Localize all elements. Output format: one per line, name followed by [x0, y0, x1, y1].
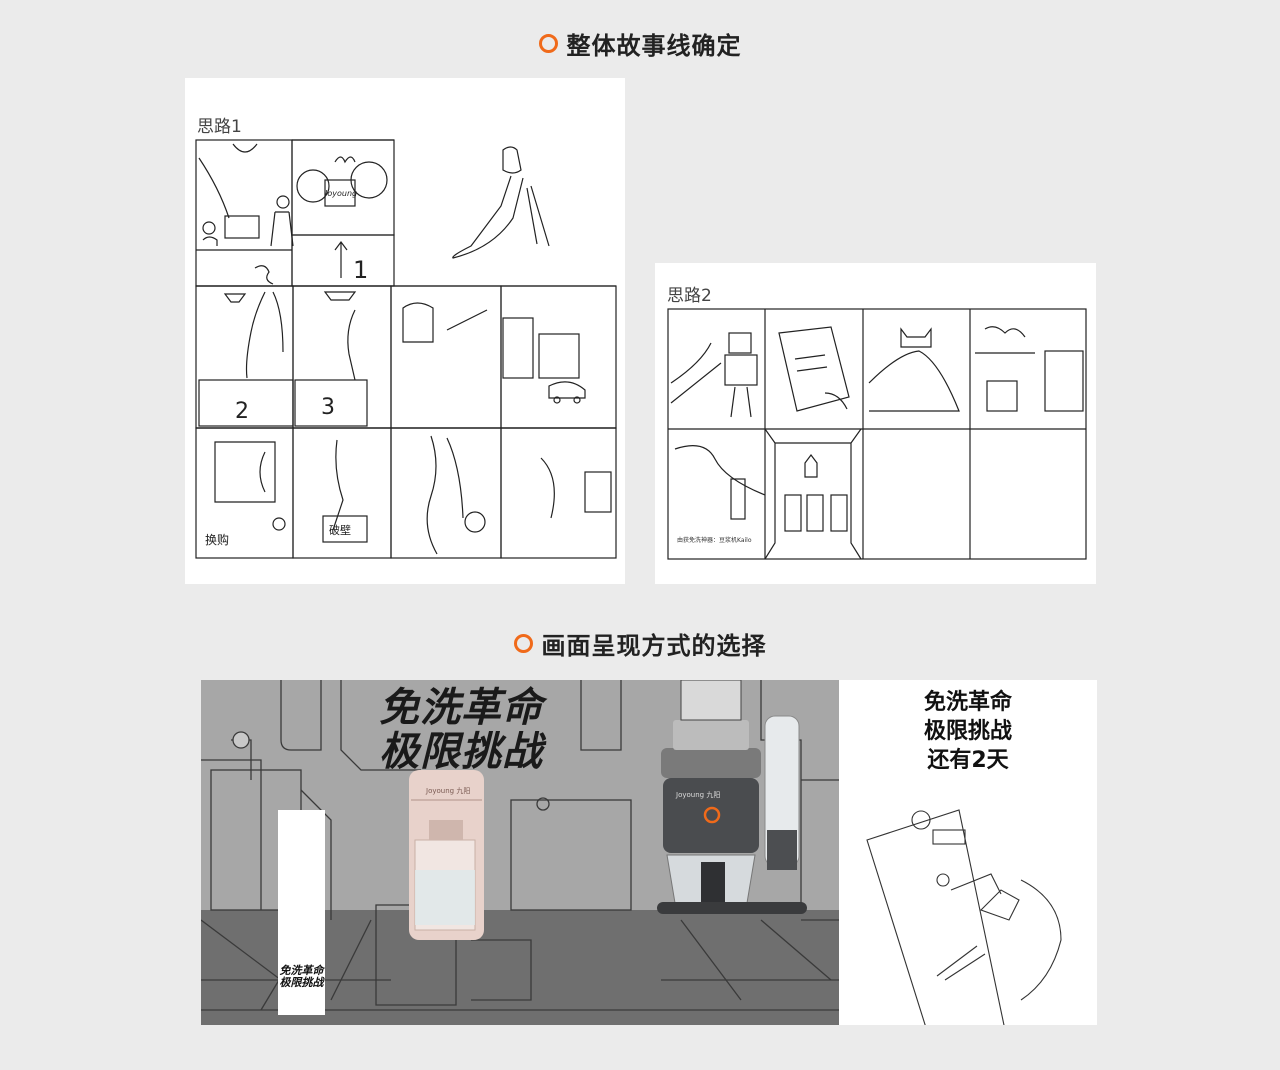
banner-small-caption: 免洗革命 极限挑战 [278, 965, 325, 989]
circle-bullet-icon [513, 634, 533, 653]
sketch-note-break: 破壁 [329, 523, 351, 537]
side-line2: 极限挑战 [923, 719, 1012, 744]
side-line1: 免洗革命 [923, 690, 1012, 715]
banner-mockup: 免洗革命 极限挑战 Joyoung 九阳 Joyoung 九阳 免洗革命 极限挑… [201, 680, 1097, 1025]
banner-headline-line2: 极限挑战 [379, 729, 543, 775]
storyline-section-title: 整体故事线确定 [0, 26, 1280, 61]
idea2-caption: 由获免洗神器：豆浆机Kailo [677, 536, 752, 544]
panel-number-1: 1 [353, 256, 368, 284]
idea1-label: 思路1 [197, 117, 242, 137]
circle-bullet-icon [538, 34, 558, 53]
banner-small-line2: 极限挑战 [279, 976, 324, 989]
countdown-text: 免洗革命 极限挑战 还有2天 [840, 688, 1096, 775]
idea1-card: 思路1 Joyoung 1 [185, 78, 625, 584]
presentation-section-title: 画面呈现方式的选择 [0, 626, 1280, 661]
idea2-storyboard-sketch: 由获免洗神器：豆浆机Kailo [667, 308, 1087, 560]
brand-label-grey-machine: Joyoung 九阳 [676, 791, 721, 799]
banner-scene [201, 680, 1097, 1025]
banner-headline-line1: 免洗革命 [379, 685, 543, 731]
panel-number-3: 3 [321, 395, 335, 420]
joyoung-sketch-text: Joyoung [323, 189, 357, 198]
sketch-note-exchange: 换购 [205, 532, 229, 547]
brand-label-pink-machine: Joyoung 九阳 [426, 787, 471, 795]
idea1-storyboard-sketch: Joyoung 1 2 3 [195, 139, 617, 559]
idea2-label: 思路2 [667, 286, 712, 306]
panel-number-2: 2 [235, 399, 249, 424]
presentation-title-text: 画面呈现方式的选择 [541, 632, 767, 660]
banner-headline: 免洗革命 极限挑战 [361, 686, 561, 774]
banner-small-line1: 免洗革命 [279, 964, 324, 977]
idea2-card: 思路2 由获免洗神器：豆浆机Kailo [655, 263, 1096, 584]
storyline-title-text: 整体故事线确定 [566, 32, 742, 60]
side-line3: 还有2天 [927, 748, 1009, 773]
